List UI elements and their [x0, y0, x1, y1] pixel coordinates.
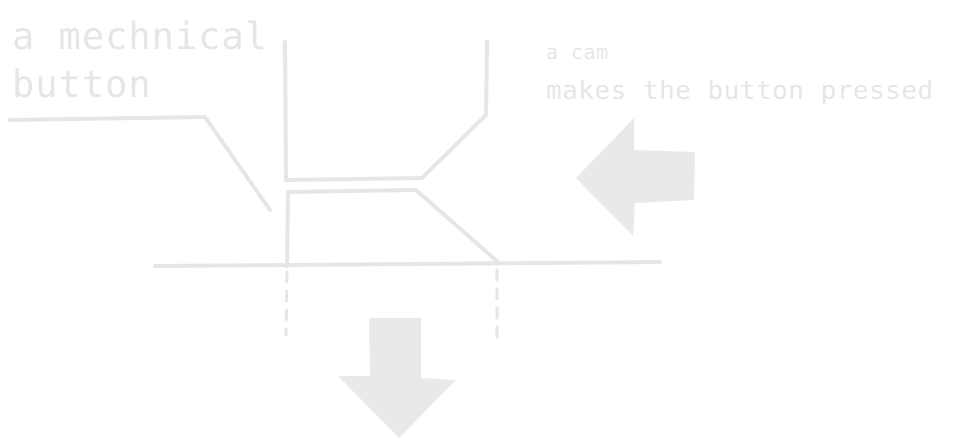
base-surface-line — [153, 260, 662, 268]
mechanical-button-label-line2: button — [12, 63, 152, 106]
mechanical-button-label-line1: a mechnical — [12, 15, 269, 58]
label-leader-line — [8, 115, 272, 212]
arrow-left-icon — [576, 118, 695, 236]
arrow-down-icon — [338, 318, 456, 438]
button-housing-outline — [283, 40, 489, 182]
cam-label-line1: a cam — [546, 40, 609, 64]
cam-label-line2: makes the button pressed — [546, 76, 934, 106]
mechanical-button-label: a mechnical button — [12, 18, 268, 114]
button-plunger-outline — [285, 188, 500, 268]
travel-guide-left — [284, 270, 289, 337]
cam-label: a cam makes the button pressed — [546, 42, 934, 116]
